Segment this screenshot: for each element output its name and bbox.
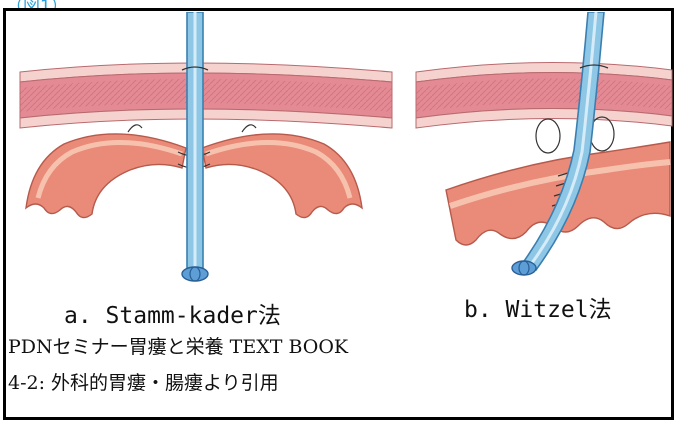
panel-a-label: a. Stamm-kader法	[64, 296, 281, 330]
panel-a-diagram	[20, 12, 392, 281]
abdominal-wall-a	[20, 63, 392, 128]
source-caption-line-2: 4-2: 外科的胃瘻・腸瘻より引用	[8, 371, 279, 395]
panel-b-diagram	[416, 12, 672, 275]
source-caption-line-1: PDNセミナー胃瘻と栄養 TEXT BOOK	[8, 335, 348, 359]
abdominal-wall-b	[416, 62, 672, 128]
stomach-fold-right	[202, 134, 362, 218]
panel-b-label: b. Witzel法	[464, 290, 612, 324]
feeding-tube-b	[512, 12, 608, 275]
stomach-fold-left	[26, 134, 186, 218]
gastrostomy-illustration	[6, 12, 674, 288]
